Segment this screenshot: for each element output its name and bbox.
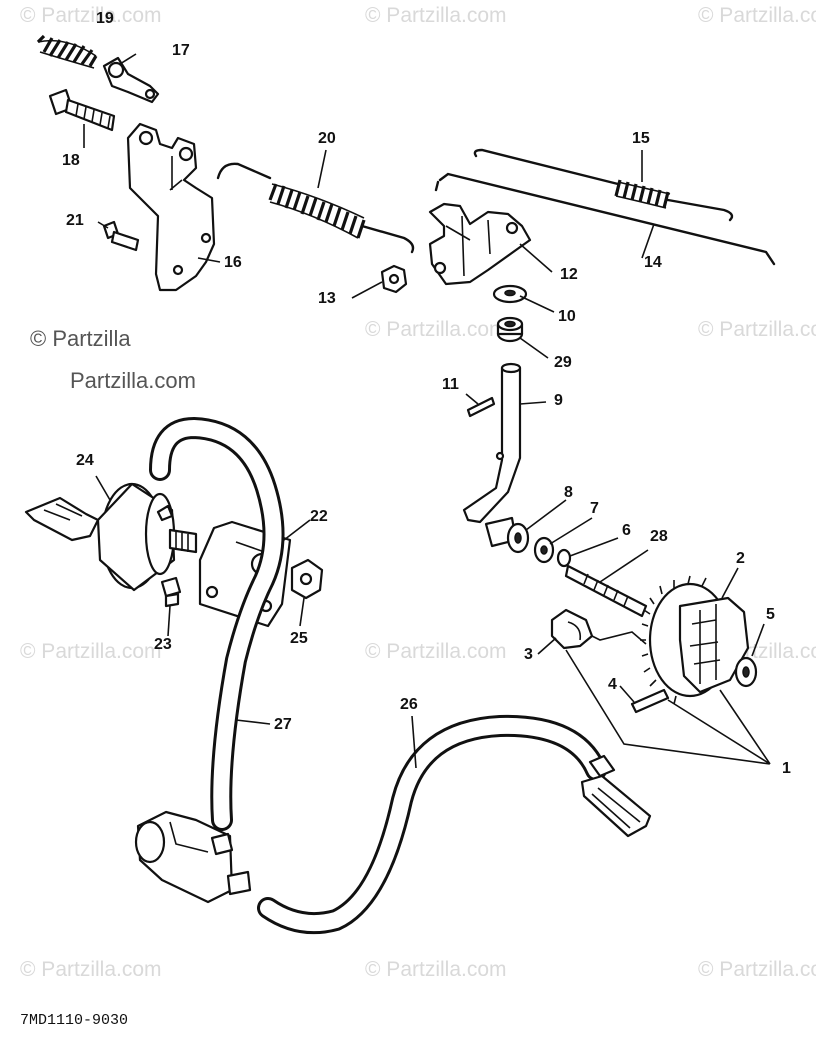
callout-24: 24 — [76, 452, 94, 469]
nut-13 — [380, 264, 408, 294]
watermark: © Partzilla.com — [365, 318, 507, 341]
callout-11: 11 — [442, 376, 459, 393]
callout-16: 16 — [224, 254, 242, 271]
callout-2: 2 — [736, 550, 745, 567]
bolt-21 — [102, 220, 140, 252]
bolt-18 — [48, 88, 116, 132]
washer-7 — [533, 536, 555, 564]
watermark: © Partzilla.com — [365, 4, 507, 27]
callout-3: 3 — [524, 646, 533, 663]
hose-clip — [580, 754, 652, 838]
callout-17: 17 — [172, 42, 190, 59]
callout-9: 9 — [554, 392, 563, 409]
diaphragm-24 — [24, 482, 198, 592]
callout-19: 19 — [96, 10, 114, 27]
callout-27: 27 — [274, 716, 292, 733]
callout-6: 6 — [622, 522, 631, 539]
bracket-16 — [126, 122, 216, 292]
watermark: © Partzilla.com — [698, 4, 816, 27]
valve-body — [134, 810, 252, 904]
clip-17 — [102, 56, 160, 104]
leader-1 — [565, 649, 771, 765]
fitting-23 — [160, 576, 182, 608]
pin-11 — [466, 396, 496, 418]
bushing-8 — [484, 516, 530, 554]
watermark: © Partzilla.com — [365, 640, 507, 663]
drawing-code: 7MD1110-9030 — [20, 1012, 129, 1029]
callout-12: 12 — [560, 266, 578, 283]
watermark: © Partzilla.com — [20, 4, 162, 27]
callout-5: 5 — [766, 606, 775, 623]
watermark: © Partzilla.com — [365, 958, 507, 981]
watermark-main: Partzilla.com — [70, 368, 196, 393]
pin-4 — [630, 688, 670, 714]
clip-6 — [556, 548, 572, 568]
callout-28: 28 — [650, 528, 668, 545]
shaft-28 — [564, 564, 648, 618]
nut-25 — [290, 558, 324, 600]
spring-19 — [36, 34, 98, 69]
washer-10 — [492, 284, 528, 304]
watermark: © Partzilla.com — [698, 958, 816, 981]
callout-21: 21 — [66, 212, 84, 229]
watermark: © Partzilla.com — [698, 318, 816, 341]
washer-5 — [734, 656, 758, 688]
callout-13: 13 — [318, 290, 336, 307]
callout-22: 22 — [310, 508, 328, 525]
governor-2 — [640, 575, 750, 705]
callout-7: 7 — [590, 500, 599, 517]
watermark: © Partzilla.com — [20, 640, 162, 663]
callout-25: 25 — [290, 630, 308, 647]
watermark-main: © Partzilla — [30, 326, 131, 351]
callout-8: 8 — [564, 484, 573, 501]
callout-4: 4 — [608, 676, 617, 693]
callout-29: 29 — [554, 354, 572, 371]
bracket-3 — [550, 608, 647, 650]
rod-14 — [434, 172, 776, 266]
shaft-9 — [462, 362, 522, 524]
spring-15 — [473, 148, 734, 222]
callout-1: 1 — [782, 760, 791, 777]
callout-26: 26 — [400, 696, 418, 713]
watermark: © Partzilla.com — [20, 958, 162, 981]
bushing-29 — [496, 316, 524, 343]
callout-23: 23 — [154, 636, 172, 653]
callout-10: 10 — [558, 308, 576, 325]
callout-14: 14 — [644, 254, 662, 271]
callout-18: 18 — [62, 152, 80, 169]
callout-20: 20 — [318, 130, 336, 147]
lever-12 — [428, 202, 532, 286]
spring-20 — [216, 162, 415, 254]
callout-15: 15 — [632, 130, 650, 147]
